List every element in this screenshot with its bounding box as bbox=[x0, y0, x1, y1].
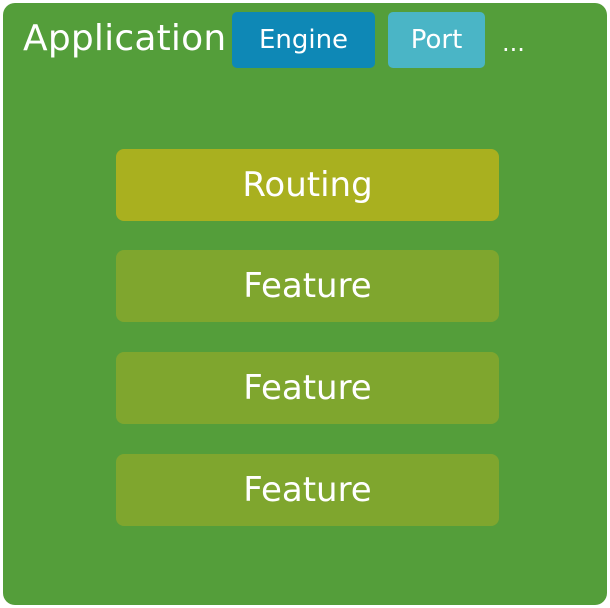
routing-block: Routing bbox=[116, 149, 499, 221]
port-chip-label: Port bbox=[410, 25, 463, 55]
engine-chip-label: Engine bbox=[258, 25, 349, 55]
feature-block-label: Feature bbox=[243, 470, 372, 510]
port-chip: Port bbox=[388, 12, 485, 68]
feature-block: Feature bbox=[116, 250, 499, 322]
engine-chip: Engine bbox=[232, 12, 375, 68]
application-title: Application bbox=[23, 18, 227, 59]
application-container: Application Engine Port ... Routing Feat… bbox=[3, 3, 607, 605]
feature-block-label: Feature bbox=[243, 368, 372, 408]
routing-block-label: Routing bbox=[242, 165, 373, 205]
feature-block: Feature bbox=[116, 454, 499, 526]
more-ellipsis: ... bbox=[502, 29, 525, 57]
feature-block-label: Feature bbox=[243, 266, 372, 306]
feature-block: Feature bbox=[116, 352, 499, 424]
